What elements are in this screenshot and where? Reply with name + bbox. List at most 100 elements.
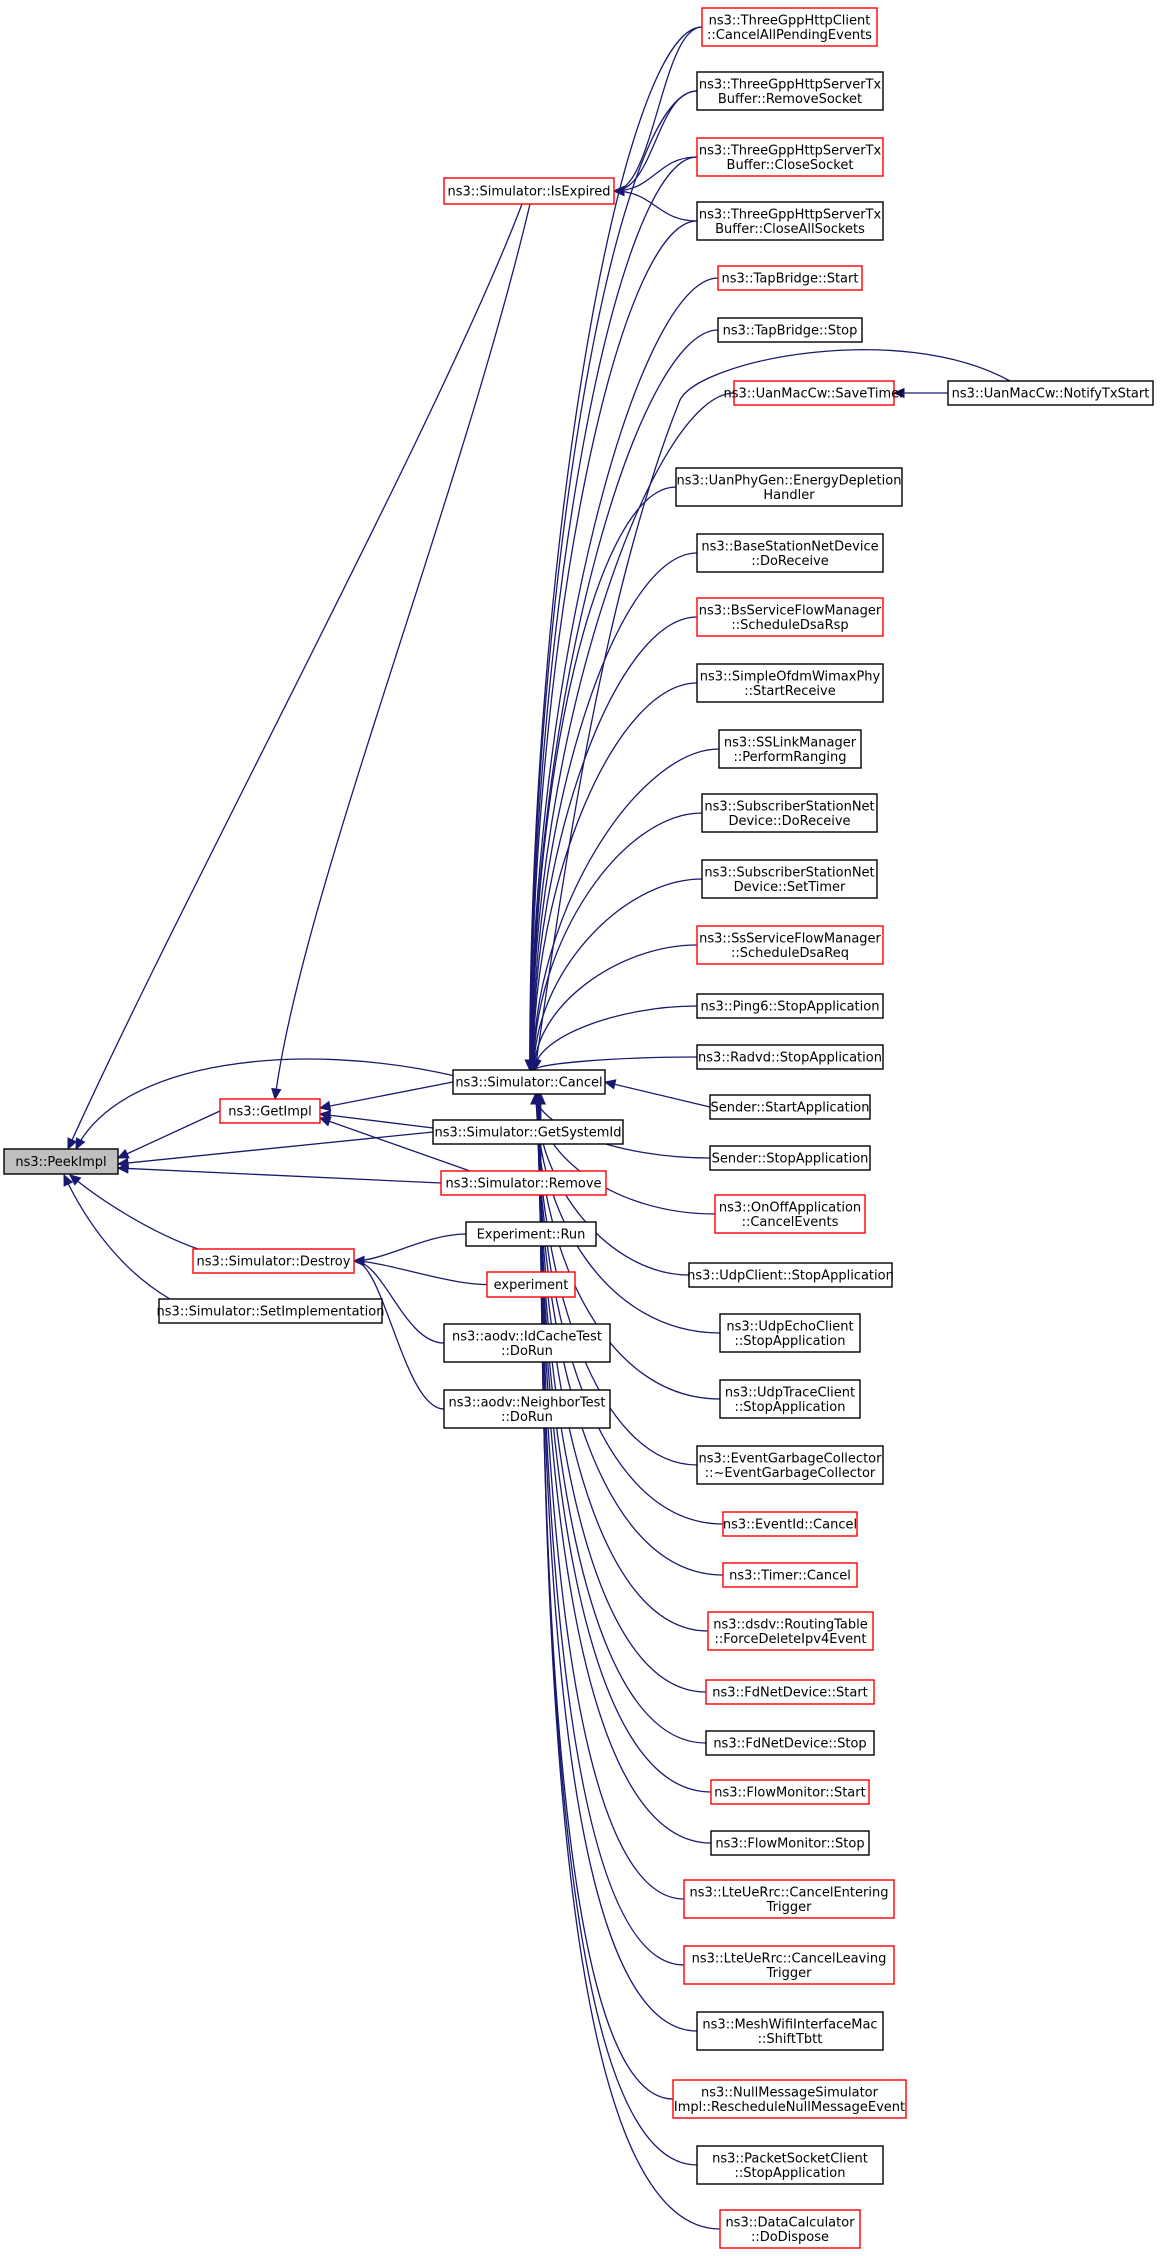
node-meshwifi[interactable]: ns3::MeshWifiInterfaceMac::ShiftTbtt <box>696 2011 884 2051</box>
node-box <box>696 925 884 965</box>
node-label: ::DoReceive <box>751 554 829 569</box>
node-exprun[interactable]: Experiment::Run <box>465 1221 597 1247</box>
node-timer[interactable]: ns3::Timer::Cancel <box>722 1562 858 1588</box>
node-label: ns3::SubscriberStationNet <box>704 799 874 814</box>
edge-getsystemid-to-peekimpl <box>117 1131 434 1165</box>
edge-httpclient-to-isexpired <box>613 26 703 192</box>
node-box <box>696 1445 884 1485</box>
node-box <box>714 1194 866 1234</box>
edge-closeall-to-cancel <box>530 220 698 1071</box>
node-udpecho[interactable]: ns3::UdpEchoClient::StopApplication <box>719 1313 861 1353</box>
node-closeall[interactable]: ns3::ThreeGppHttpServerTxBuffer::CloseAl… <box>696 201 884 241</box>
node-savetimer[interactable]: ns3::UanMacCw::SaveTimer <box>724 380 906 406</box>
node-box <box>947 380 1154 406</box>
node-closesocket[interactable]: ns3::ThreeGppHttpServerTxBuffer::CloseSo… <box>696 137 884 177</box>
node-ssflow[interactable]: ns3::SsServiceFlowManager::ScheduleDsaRe… <box>696 925 884 965</box>
node-box <box>192 1248 355 1274</box>
node-ssnetrecv[interactable]: ns3::SubscriberStationNetDevice::DoRecei… <box>701 793 878 833</box>
node-label: ns3::TapBridge::Start <box>722 272 859 287</box>
node-label: Handler <box>763 488 815 503</box>
node-getimpl[interactable]: ns3::GetImpl <box>219 1098 321 1124</box>
edge-ping6-to-cancel <box>533 1005 698 1071</box>
node-label: ns3::aodv::IdCacheTest <box>452 1329 602 1344</box>
node-udpclient[interactable]: ns3::UdpClient::StopApplication <box>687 1262 894 1288</box>
edge-sslink-to-cancel <box>532 748 720 1071</box>
node-label: Buffer::CloseAllSockets <box>715 222 865 237</box>
node-box <box>443 177 615 205</box>
node-neighbor[interactable]: ns3::aodv::NeighborTest::DoRun <box>443 1389 611 1429</box>
node-label: ns3::Simulator::Remove <box>445 1177 601 1192</box>
edge-radvd-to-cancel <box>534 1056 698 1071</box>
arrowhead <box>67 1137 78 1151</box>
edge-isexpired-to-getimpl <box>274 203 531 1100</box>
node-label: ns3::PacketSocketClient <box>712 2151 868 2166</box>
node-fdstop[interactable]: ns3::FdNetDevice::Stop <box>705 1730 875 1756</box>
node-cancel[interactable]: ns3::Simulator::Cancel <box>452 1069 606 1095</box>
node-label: ns3::SubscriberStationNet <box>704 865 874 880</box>
node-ssnettimer[interactable]: ns3::SubscriberStationNetDevice::SetTime… <box>701 859 878 899</box>
node-setimpl[interactable]: ns3::Simulator::SetImplementation <box>157 1298 385 1324</box>
node-notifytx[interactable]: ns3::UanMacCw::NotifyTxStart <box>947 380 1154 406</box>
edge-neighbor-to-destroy <box>353 1260 445 1410</box>
node-box <box>465 1221 597 1247</box>
node-nullmsg[interactable]: ns3::NullMessageSimulatorImpl::Reschedul… <box>672 2079 907 2119</box>
node-idcache[interactable]: ns3::aodv::IdCacheTest::DoRun <box>443 1323 611 1363</box>
node-packetsock[interactable]: ns3::PacketSocketClient::StopApplication <box>696 2145 884 2185</box>
node-fdstart[interactable]: ns3::FdNetDevice::Start <box>705 1679 875 1705</box>
node-destroy[interactable]: ns3::Simulator::Destroy <box>192 1248 355 1274</box>
node-box <box>696 71 884 111</box>
node-onoff[interactable]: ns3::OnOffApplication::CancelEvents <box>714 1194 866 1234</box>
node-peekimpl[interactable]: ns3::PeekImpl <box>3 1148 119 1175</box>
edge-getimpl-to-peekimpl <box>117 1110 221 1159</box>
node-experiment[interactable]: experiment <box>486 1271 576 1298</box>
node-isexpired[interactable]: ns3::Simulator::IsExpired <box>443 177 615 205</box>
node-datacalc[interactable]: ns3::DataCalculator::DoDispose <box>719 2209 861 2249</box>
edge-ssnetrecv-to-cancel <box>533 812 703 1071</box>
node-httpclient[interactable]: ns3::ThreeGppHttpClient::CancelAllPendin… <box>701 7 878 47</box>
edge-ofdm-to-cancel <box>532 682 698 1071</box>
node-garbage[interactable]: ns3::EventGarbageCollector::~EventGarbag… <box>696 1445 884 1485</box>
nodes: ns3::PeekImplns3::GetImplns3::Simulator:… <box>3 7 1154 2249</box>
node-box <box>710 1779 870 1805</box>
node-label: ::PerformRanging <box>733 750 846 765</box>
node-label: ns3::BaseStationNetDevice <box>701 539 878 554</box>
node-getsystemid[interactable]: ns3::Simulator::GetSystemId <box>432 1119 624 1145</box>
node-ofdm[interactable]: ns3::SimpleOfdmWimaxPhy::StartReceive <box>696 663 884 703</box>
node-bsnet[interactable]: ns3::BaseStationNetDevice::DoReceive <box>696 533 884 573</box>
node-tapstop[interactable]: ns3::TapBridge::Stop <box>717 317 863 343</box>
node-senderstop[interactable]: Sender::StopApplication <box>709 1145 871 1171</box>
node-sslink[interactable]: ns3::SSLinkManager::PerformRanging <box>718 729 862 769</box>
node-label: ns3::SSLinkManager <box>724 735 857 750</box>
node-ping6[interactable]: ns3::Ping6::StopApplication <box>696 993 884 1019</box>
node-box <box>696 663 884 703</box>
node-box <box>443 1323 611 1363</box>
node-flowstart[interactable]: ns3::FlowMonitor::Start <box>710 1779 870 1805</box>
node-tapstart[interactable]: ns3::TapBridge::Start <box>717 265 863 291</box>
node-label: ns3::ThreeGppHttpServerTx <box>699 143 882 158</box>
node-eventid[interactable]: ns3::EventId::Cancel <box>722 1511 858 1537</box>
node-udptrace[interactable]: ns3::UdpTraceClient::StopApplication <box>719 1379 861 1419</box>
node-box <box>696 533 884 573</box>
node-box <box>701 7 878 47</box>
node-label: Trigger <box>766 1900 812 1915</box>
node-box <box>705 1730 875 1756</box>
node-label: ::ShiftTbtt <box>758 2032 823 2047</box>
node-removesocket[interactable]: ns3::ThreeGppHttpServerTxBuffer::RemoveS… <box>696 71 884 111</box>
arrowhead <box>603 1079 617 1090</box>
edge-removesocket-to-isexpired <box>613 90 698 192</box>
node-senderstart[interactable]: Sender::StartApplication <box>709 1094 871 1120</box>
node-label: ::ScheduleDsaRsp <box>731 618 848 633</box>
node-label: ns3::Simulator::Destroy <box>197 1255 351 1270</box>
node-remove[interactable]: ns3::Simulator::Remove <box>440 1170 607 1196</box>
node-label: ns3::PeekImpl <box>15 1155 106 1170</box>
node-flowstop[interactable]: ns3::FlowMonitor::Stop <box>710 1830 870 1856</box>
node-dsdv[interactable]: ns3::dsdv::RoutingTable::ForceDeleteIpv4… <box>707 1611 874 1651</box>
node-label: ns3::LteUeRrc::CancelEntering <box>690 1885 889 1900</box>
edge-uanphy-to-cancel <box>531 486 677 1071</box>
node-label: ns3::UdpEchoClient <box>726 1319 853 1334</box>
node-radvd[interactable]: ns3::Radvd::StopApplication <box>696 1044 884 1070</box>
node-bsflow[interactable]: ns3::BsServiceFlowManager::ScheduleDsaRs… <box>696 597 884 637</box>
